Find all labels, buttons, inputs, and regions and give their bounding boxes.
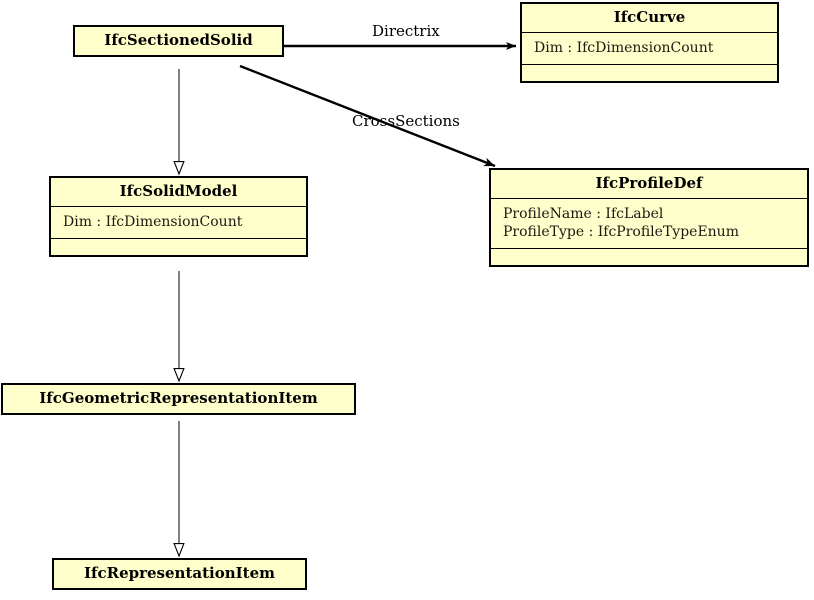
class-box-ifcsectionedsolid[interactable]: IfcSectionedSolid xyxy=(73,25,284,57)
compartment-divider xyxy=(51,205,306,207)
class-box-ifcgeometricrepresentationitem[interactable]: IfcGeometricRepresentationItem xyxy=(1,383,356,415)
compartment-divider xyxy=(51,237,306,239)
class-title-ifcrepresentationitem: IfcRepresentationItem xyxy=(84,564,275,582)
class-attributes-ifccurve: Dim : IfcDimensionCount xyxy=(522,33,777,64)
compartment-divider xyxy=(522,63,777,65)
compartment-divider xyxy=(522,31,777,33)
class-attributes-ifcsolidmodel: Dim : IfcDimensionCount xyxy=(51,207,306,238)
class-box-ifccurve[interactable]: IfcCurve Dim : IfcDimensionCount xyxy=(520,2,779,83)
class-operations-ifcprofiledef xyxy=(491,249,807,265)
attribute-row: Dim : IfcDimensionCount xyxy=(63,213,243,230)
edge-label-crosssections: CrossSections xyxy=(352,112,460,130)
class-attributes-ifcprofiledef: ProfileName : IfcLabel ProfileType : Ifc… xyxy=(491,199,807,249)
edge-label-directrix: Directrix xyxy=(372,22,440,40)
edge-crosssections xyxy=(239,64,496,168)
class-operations-ifcsolidmodel xyxy=(51,239,306,255)
class-box-ifcsolidmodel[interactable]: IfcSolidModel Dim : IfcDimensionCount xyxy=(49,176,308,257)
attribute-row: ProfileType : IfcProfileTypeEnum xyxy=(503,223,739,240)
class-title-ifcsolidmodel: IfcSolidModel xyxy=(119,182,238,200)
class-operations-ifccurve xyxy=(522,65,777,81)
class-title-ifcprofiledef: IfcProfileDef xyxy=(595,174,703,192)
compartment-divider xyxy=(491,248,807,250)
class-box-ifcrepresentationitem[interactable]: IfcRepresentationItem xyxy=(52,558,307,590)
class-title-ifcgeometricrepresentationitem: IfcGeometricRepresentationItem xyxy=(39,389,318,407)
class-box-ifcprofiledef[interactable]: IfcProfileDef ProfileName : IfcLabel Pro… xyxy=(489,168,809,268)
attribute-row: ProfileName : IfcLabel xyxy=(503,205,664,222)
class-title-ifccurve: IfcCurve xyxy=(613,8,686,26)
class-title-ifcsectionedsolid: IfcSectionedSolid xyxy=(104,31,253,49)
attribute-row: Dim : IfcDimensionCount xyxy=(534,39,714,56)
compartment-divider xyxy=(491,197,807,199)
